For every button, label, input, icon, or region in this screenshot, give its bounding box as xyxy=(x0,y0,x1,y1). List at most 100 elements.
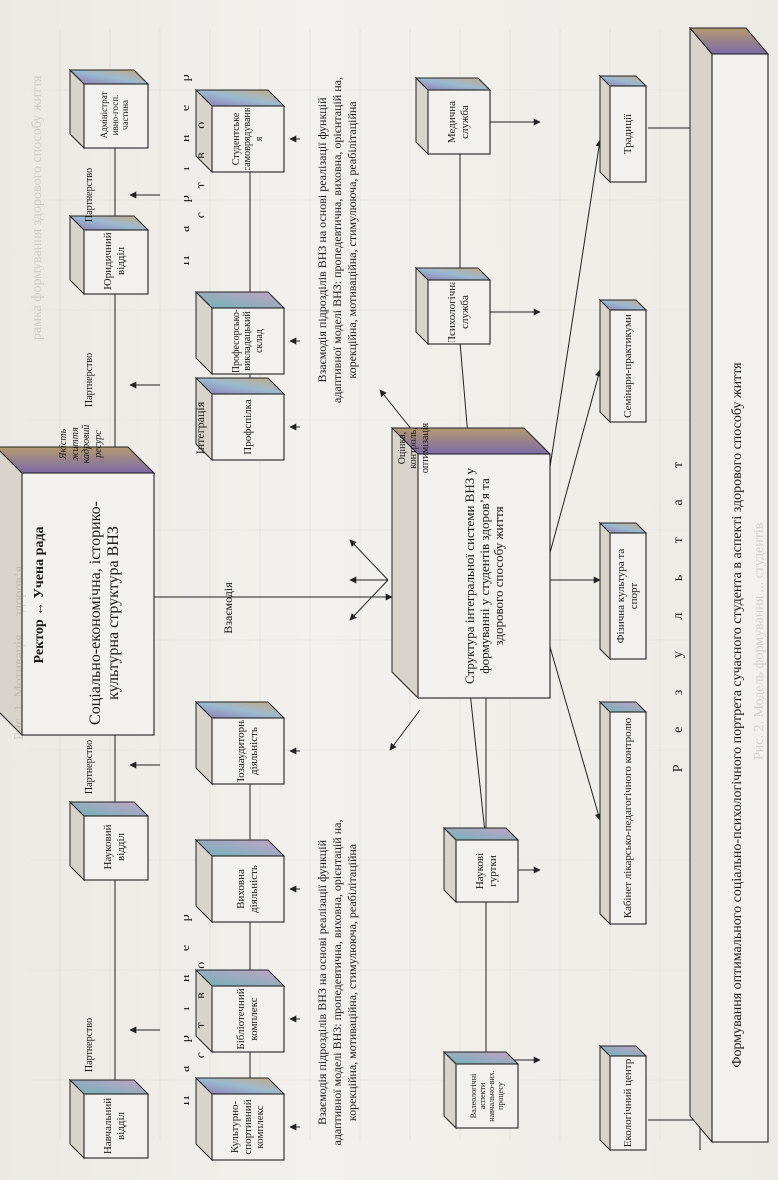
psych-service-top-face xyxy=(415,266,429,346)
box-traditions: Традиції xyxy=(621,113,634,155)
ecology-front-face xyxy=(609,1055,647,1151)
psych-service-shape xyxy=(414,266,492,346)
box-culture-sport-complex: Культурно-спортивний комплекс xyxy=(229,1099,267,1155)
integral-block-shape xyxy=(390,426,552,700)
extracurricular-shape xyxy=(194,700,286,786)
library-side-face xyxy=(194,969,286,987)
box-psychological-service: Психологічна служба xyxy=(446,282,471,342)
student-gov-shape xyxy=(194,88,286,174)
assessment-label: Оцінка, контроль, оптимізація xyxy=(396,422,431,474)
label-partnership-3: Партнерство xyxy=(84,352,96,408)
phys-culture-top-face xyxy=(599,521,611,661)
ghost-text-1: рамка формування здорового способу життя xyxy=(30,75,45,340)
library-front-face xyxy=(211,985,285,1053)
ecology-top-face xyxy=(599,1044,611,1152)
adaptive-text-left: Взаємодія підрозділів ВНЗ на основі реал… xyxy=(314,819,359,1146)
partnership-banner-left: П а р т н е р с т в о xyxy=(184,890,204,1120)
interaction-label: Взаємодія xyxy=(222,582,236,634)
box-science-dept: Науковий відділ xyxy=(102,824,127,870)
teaching-staff-side-face xyxy=(194,291,286,309)
extracurricular-side-face xyxy=(194,701,286,719)
rector-block-front-face xyxy=(21,472,155,736)
med-ped-control-front-face xyxy=(609,711,647,925)
traditions-front-face xyxy=(609,85,647,183)
adaptive-text-right: Взаємодія підрозділів ВНЗ на основі реал… xyxy=(314,77,359,403)
label-partnership-4: Партнерство xyxy=(84,167,96,223)
connector-line xyxy=(469,691,487,843)
valeology-side-face xyxy=(442,1051,520,1065)
box-ecology-center: Екологічний центр xyxy=(621,1058,634,1148)
science-circles-shape xyxy=(442,826,520,904)
science-dept-shape xyxy=(68,800,150,882)
medical-service-side-face xyxy=(414,77,492,91)
science-circles-top-face xyxy=(443,826,457,904)
seminars-shape xyxy=(598,298,648,424)
phys-culture-front-face xyxy=(609,532,647,660)
connector-arrow xyxy=(547,639,602,821)
box-educational-activity: Виховна діяльність xyxy=(235,865,260,913)
vnz-structure-label: Соціально-економічна, історико-культурна… xyxy=(86,501,122,725)
teaching-staff-shape xyxy=(194,290,286,376)
label-partnership-1: Партнерство xyxy=(84,1017,96,1073)
trade-union-front-face xyxy=(211,393,285,461)
psych-service-side-face xyxy=(414,267,492,281)
admin-dept-side-face xyxy=(68,69,150,85)
box-extracurricular: Позааудиторна діяльність xyxy=(235,720,260,782)
box-trade-union: Профспілка xyxy=(241,399,254,455)
rector-block-shape xyxy=(0,445,156,737)
connector-arrow xyxy=(547,369,602,561)
box-admin-dept: Адміністрат ивно-госп. частина xyxy=(99,91,131,139)
educational-front-face xyxy=(211,855,285,923)
science-dept-side-face xyxy=(68,801,150,817)
integral-block-front-face xyxy=(417,453,551,699)
result-text: Формування оптимального соціально-психол… xyxy=(729,362,745,1068)
culture-sport-shape xyxy=(194,1076,286,1162)
integration-label: Інтеграція xyxy=(194,401,208,455)
box-student-government: Студентське самоврядуванн я xyxy=(230,108,265,170)
box-teaching-staff: Професорсько-викладацький склад xyxy=(230,310,265,372)
medical-service-shape xyxy=(414,76,492,156)
med-ped-control-top-face xyxy=(599,700,611,926)
admin-dept-front-face xyxy=(83,83,149,149)
box-medical-service: Медична служба xyxy=(446,100,471,144)
student-gov-side-face xyxy=(194,89,286,107)
admin-dept-shape xyxy=(68,68,150,150)
connector-arrow xyxy=(389,709,421,751)
box-medical-pedagogical-control: Кабінет лікарсько-педагогічного контролю xyxy=(621,717,634,919)
library-shape xyxy=(194,968,286,1054)
education-dept-shape xyxy=(68,1078,150,1160)
box-physical-culture: Фізична культура та спорт xyxy=(615,548,640,644)
educational-shape xyxy=(194,838,286,924)
legal-dept-shape xyxy=(68,214,150,296)
valeology-top-face xyxy=(443,1050,457,1130)
science-circles-front-face xyxy=(455,839,519,903)
trade-union-shape xyxy=(194,376,286,462)
valeology-front-face xyxy=(455,1063,519,1129)
result-top-face xyxy=(689,26,713,1144)
culture-sport-front-face xyxy=(211,1093,285,1161)
phys-culture-shape xyxy=(598,521,648,661)
medical-service-front-face xyxy=(427,89,491,155)
box-shapes xyxy=(0,26,770,1162)
educational-side-face xyxy=(194,839,286,857)
teaching-staff-front-face xyxy=(211,307,285,375)
connector-arrow xyxy=(349,539,389,581)
box-science-circles: Наукові гуртки xyxy=(474,852,499,890)
traditions-shape xyxy=(598,74,648,184)
psych-service-front-face xyxy=(427,279,491,345)
rector-council-label: Ректор ↔ Учена рада xyxy=(31,526,47,664)
box-valeology: Валеологічні аспекти навчально-вих. проц… xyxy=(468,1070,506,1122)
extracurricular-front-face xyxy=(211,717,285,785)
medical-service-top-face xyxy=(415,76,429,156)
box-seminars: Семінари-практикуми xyxy=(621,314,634,418)
legal-dept-side-face xyxy=(68,215,150,231)
connector-arrow xyxy=(547,139,603,481)
ghost-text-2: Рис. 1. Мотивація ... здоров’я xyxy=(12,565,27,740)
seminars-top-face xyxy=(599,298,611,424)
seminars-front-face xyxy=(609,309,647,423)
box-library-complex: Бібліотечний комплекс xyxy=(235,988,260,1050)
valeology-shape xyxy=(442,1050,520,1130)
quality-resource-label: Якість життя кадровий ресурс xyxy=(58,424,104,464)
